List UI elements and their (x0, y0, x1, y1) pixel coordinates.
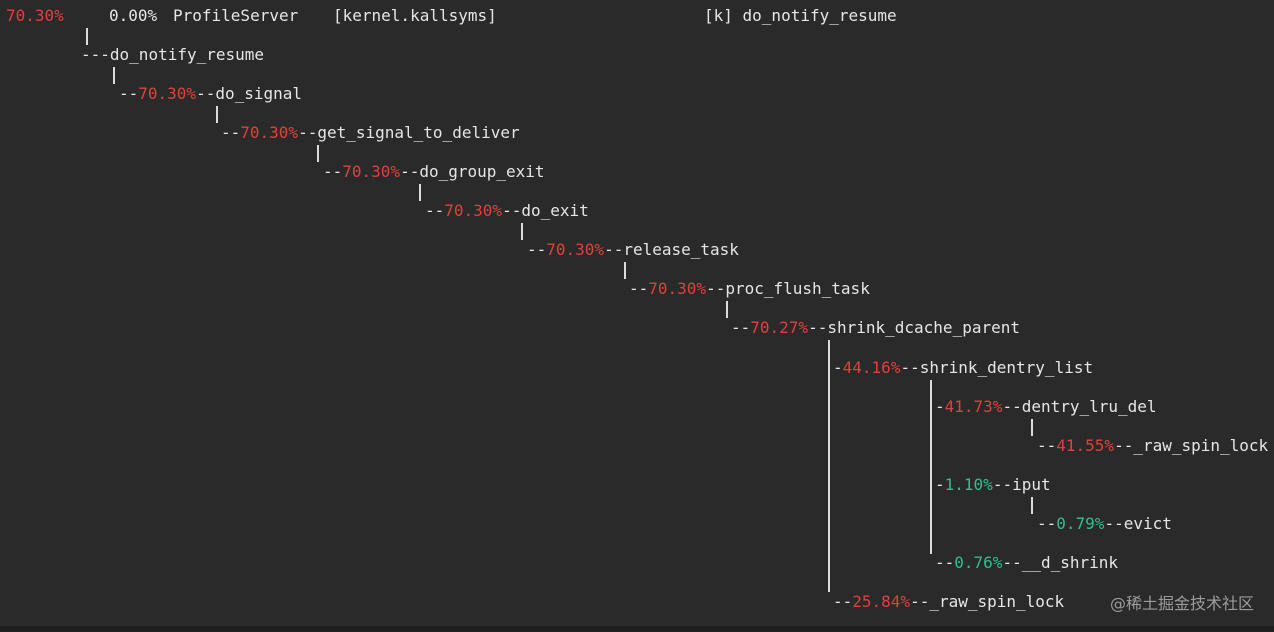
tree-connector (624, 262, 626, 279)
call-percent: 44.16% (842, 358, 901, 377)
call-node: --70.27%--shrink_dcache_parent (731, 318, 1020, 337)
tree-connector (317, 145, 319, 162)
call-percent: 70.30% (240, 123, 299, 142)
tree-connector (930, 380, 932, 554)
call-percent: 0.79% (1056, 514, 1105, 533)
function-name: evict (1123, 514, 1172, 533)
call-node: --70.30%--do_exit (425, 201, 589, 220)
function-name: shrink_dentry_list (919, 358, 1094, 377)
function-name: get_signal_to_deliver (317, 123, 520, 142)
call-node: -1.10%--iput (935, 475, 1051, 494)
tree-connector (419, 184, 421, 201)
tree-connector (726, 301, 728, 318)
call-node: --70.30%--release_task (527, 240, 739, 259)
function-name: do_notify_resume (109, 45, 265, 64)
call-node: --41.55%--_raw_spin_lock (1037, 436, 1269, 455)
call-percent: 70.27% (750, 318, 809, 337)
watermark-text: @稀土掘金技术社区 (1109, 594, 1254, 613)
function-name: shrink_dcache_parent (827, 318, 1020, 337)
call-percent: 41.55% (1056, 436, 1115, 455)
call-node: --70.30%--proc_flush_task (629, 279, 870, 298)
call-percent: 70.30% (444, 201, 503, 220)
function-name: release_task (623, 240, 739, 259)
call-node: --70.30%--do_signal (119, 84, 303, 103)
call-percent: 1.10% (944, 475, 993, 494)
header-shared-object: [kernel.kallsyms] (333, 6, 497, 25)
function-name: do_group_exit (419, 162, 545, 181)
tree-connector (828, 340, 830, 592)
call-node: --70.30%--get_signal_to_deliver (221, 123, 520, 142)
call-node-root: ---do_notify_resume (81, 45, 265, 64)
call-percent: 70.30% (546, 240, 605, 259)
call-node: --25.84%--_raw_spin_lock (833, 592, 1065, 611)
call-node: -41.73%--dentry_lru_del (935, 397, 1157, 416)
call-node: --70.30%--do_group_exit (323, 162, 545, 181)
function-name: do_signal (215, 84, 303, 103)
function-name: dentry_lru_del (1021, 397, 1157, 416)
call-percent: 0.76% (954, 553, 1003, 572)
function-name: _raw_spin_lock (929, 592, 1065, 611)
bottom-edge (0, 626, 1274, 632)
tree-connector (216, 106, 218, 123)
function-name: _raw_spin_lock (1133, 436, 1269, 455)
function-name: __d_shrink (1021, 553, 1119, 572)
call-percent: 70.30% (648, 279, 707, 298)
call-node: -44.16%--shrink_dentry_list (833, 358, 1094, 377)
call-node: --0.79%--evict (1037, 514, 1172, 533)
tree-connector (521, 223, 523, 240)
call-percent: 70.30% (342, 162, 401, 181)
tree-connector (1031, 419, 1033, 436)
header-self-percent: 0.00% (109, 6, 158, 25)
function-name: iput (1012, 475, 1051, 494)
header-children-percent: 70.30% (6, 6, 64, 25)
call-percent: 25.84% (852, 592, 911, 611)
function-name: proc_flush_task (725, 279, 870, 298)
call-percent: 41.73% (944, 397, 1003, 416)
header-symbol: [k] do_notify_resume (704, 6, 897, 25)
call-node: --0.76%--__d_shrink (935, 553, 1119, 572)
tree-connector (86, 28, 88, 45)
tree-connector (113, 67, 115, 84)
call-percent: 70.30% (138, 84, 197, 103)
tree-connector (1031, 497, 1033, 514)
function-name: do_exit (521, 201, 589, 220)
header-command: ProfileServer (173, 6, 299, 25)
